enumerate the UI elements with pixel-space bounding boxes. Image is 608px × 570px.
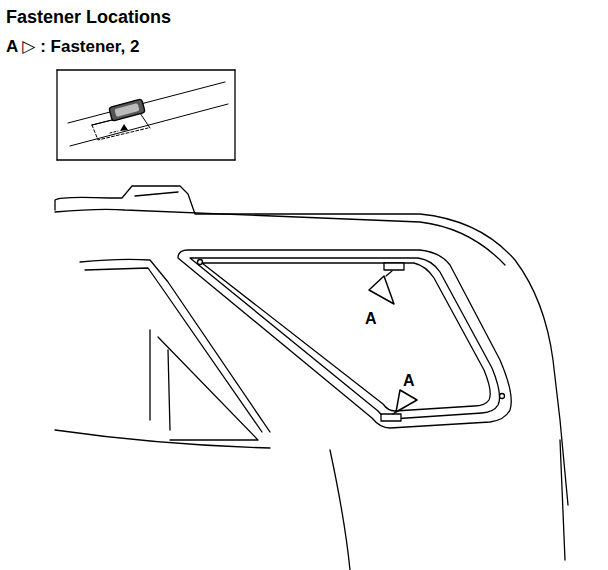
inset-detail	[57, 70, 235, 160]
callout-letter: A	[402, 372, 416, 390]
diagram-title: Fastener Locations	[6, 8, 171, 28]
callout-letter: A	[364, 310, 378, 328]
legend-note: A ▷ : Fastener, 2	[6, 38, 139, 57]
